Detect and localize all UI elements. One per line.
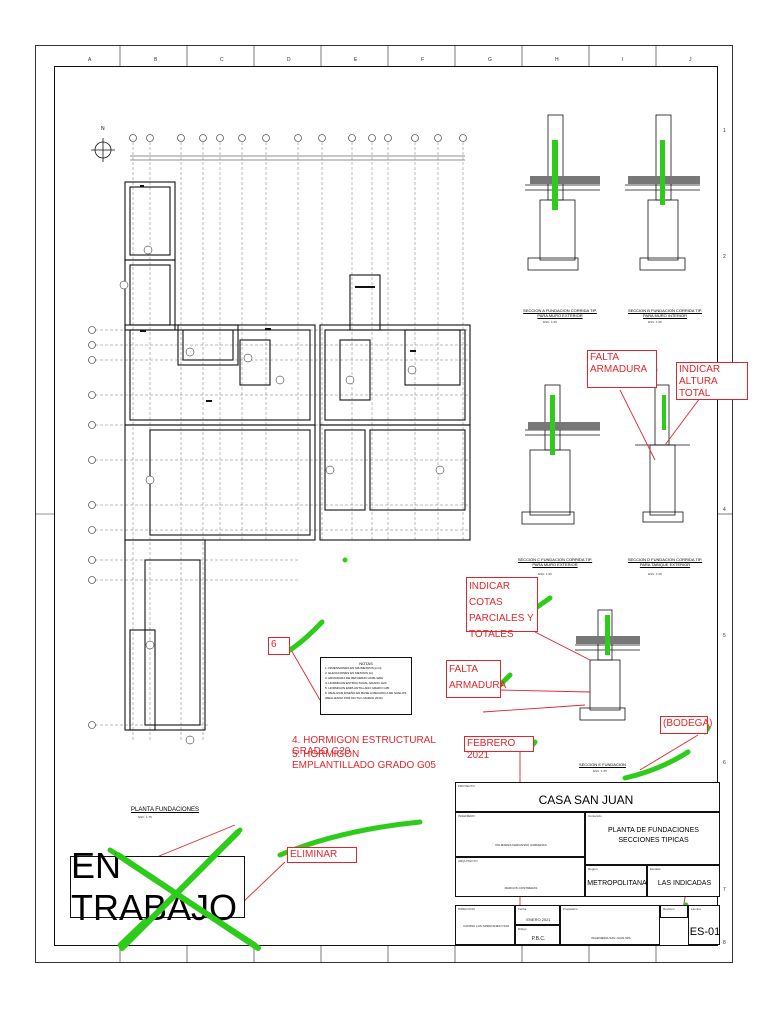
annotation-bodega: (BODEGA)	[660, 716, 712, 734]
tb-lamina-cell: Lámina ES-01	[688, 905, 720, 945]
section-c-caption: SECCION C FUNDACION CORRIDA TIP. PARA MU…	[517, 557, 593, 567]
grid-row-6: 6	[723, 760, 726, 766]
tb-escala-value: LAS INDICADAS	[657, 880, 712, 887]
annotation-falta-armadura-1: FALTA ARMADURA	[587, 350, 657, 388]
tb-project-value: CASA SAN JUAN	[538, 793, 634, 807]
notes-line-4: 4. HORMIGON ESTRUCTURAL GRADO G20	[325, 681, 387, 685]
annotation-indicar-cotas: INDICAR COTAS PARCIALES Y TOTALES	[466, 577, 538, 640]
grid-col-i: I	[622, 57, 624, 63]
grid-row-1: 1	[723, 128, 726, 134]
sheet-outer-border	[35, 45, 733, 963]
tb-dibujo-cell: Dibujo P.B.C.	[515, 925, 560, 945]
sheet-inner-border	[54, 66, 718, 946]
annotation-hormigon-2: 5. HORMIGON EMPLANTILLADO GRADO G05	[292, 749, 436, 771]
section-c-scale: ESC. 1:25	[538, 572, 552, 576]
tb-lamina-label: Lámina	[691, 907, 701, 911]
tb-fecha-value: ENERO 2021	[526, 917, 551, 922]
notes-box: NOTAS 1. DIMENSIONES EN MILIMETROS [mm] …	[320, 657, 412, 715]
notes-line-3: 3. ARMADURA DE REFUERZO A630-420H	[325, 676, 384, 680]
tb-engineer-value: PALMARES FERNANDO CARDENAS	[495, 843, 547, 847]
section-b-caption: SECCION B FUNDACION CORRIDA TIP. PARA MU…	[627, 308, 703, 318]
tb-region-cell: Región METROPOLITANA	[585, 865, 647, 897]
north-label: N	[101, 126, 105, 132]
grid-col-a: A	[88, 57, 92, 63]
grid-col-j: J	[689, 57, 692, 63]
tb-project-cell: PROYECTO CASA SAN JUAN	[455, 782, 720, 812]
grid-row-7: 7	[723, 887, 726, 893]
grid-col-b: B	[154, 57, 158, 63]
tb-escala-cell: Escalas LAS INDICADAS	[647, 865, 720, 897]
tb-architect-label: ARQUITECTO	[458, 859, 478, 863]
section-a-caption: SECCION A FUNDACION CORRIDA TIP. PARA MU…	[523, 308, 597, 318]
north-arrow-icon	[91, 138, 115, 162]
section-d-scale: ESC. 1:25	[648, 572, 662, 576]
tb-content-label: Contenido	[588, 814, 602, 818]
tb-fecha-label: Fecha	[518, 907, 527, 911]
tb-engineer-label: INGENIERO	[458, 814, 475, 818]
section-d-caption: SECCION D FUNDACION CORRIDA TIP. PARA TA…	[627, 557, 703, 567]
section-e-scale: ESC. 1:25	[593, 769, 607, 773]
tb-dibujo-value: P.B.C.	[531, 936, 546, 942]
tb-fecha-cell: Fecha ENERO 2021	[515, 905, 560, 925]
notes-line-1: 1. DIMENSIONES EN MILIMETROS [mm]	[325, 666, 382, 670]
grid-row-4: 4	[723, 507, 726, 513]
annotation-hormigon-1: 4. HORMIGON ESTRUCTURAL GRADO G20	[292, 735, 436, 757]
grid-row-8: 8	[723, 940, 726, 946]
tb-propietario-cell: Propietario INGENIERIA SAN JUAN SPA	[560, 905, 660, 945]
tb-escala-label: Escalas	[650, 867, 661, 871]
tb-dibujo-label: Dibujo	[518, 927, 527, 931]
tb-direccion-cell: DIRECCION CAMINO LOS ARRAYANES P.100	[455, 905, 515, 945]
grid-row-5: 5	[723, 633, 726, 639]
tb-region-label: Región	[588, 867, 598, 871]
section-e-caption: SECCION E FUNDACION	[579, 762, 626, 767]
tb-content-cell: Contenido PLANTA DE FUNDACIONES SECCIONE…	[585, 812, 720, 865]
annotation-febrero: FEBRERO 2021	[464, 736, 534, 761]
tb-direccion-value: CAMINO LOS ARRAYANES P.100	[463, 924, 509, 928]
grid-row-2: 2	[723, 254, 726, 260]
notes-line-2: 2. ELEVACIONES EN METROS [m]	[325, 671, 373, 675]
grid-col-h: H	[555, 57, 559, 63]
grid-col-e: E	[354, 57, 358, 63]
annotation-falta-armadura-2: FALTA ARMADURA	[446, 660, 506, 698]
tb-revision-cell: Revisión	[660, 905, 688, 918]
annotation-indicar-altura: INDICAR ALTURA TOTAL	[676, 362, 748, 400]
grid-col-c: C	[220, 57, 224, 63]
annotation-note-6: 6	[268, 637, 290, 655]
tb-project-label: PROYECTO	[458, 784, 475, 788]
tb-propietario-label: Propietario	[563, 907, 578, 911]
grid-col-f: F	[421, 57, 425, 63]
tb-propietario-value: INGENIERIA SAN JUAN SPA	[591, 936, 631, 940]
tb-direccion-label: DIRECCION	[458, 907, 475, 911]
tb-region-value: METROPOLITANA	[587, 880, 647, 887]
notes-line-6: 6. REALIZAR DISEÑO EN BASE A MECANICA DE…	[325, 691, 407, 700]
tb-content-line-1: PLANTA DE FUNDACIONES	[608, 827, 699, 834]
plan-scale: ESC. 1:75	[138, 815, 152, 819]
grid-col-d: D	[287, 57, 291, 63]
tb-engineer-cell: INGENIERO PALMARES FERNANDO CARDENAS	[455, 812, 585, 857]
tb-revision-label: Revisión	[663, 907, 675, 911]
notes-title: NOTAS	[359, 661, 373, 666]
section-b-scale: ESC. 1:25	[648, 320, 662, 324]
annotation-eliminar: ELIMINAR	[287, 847, 357, 863]
grid-col-g: G	[488, 57, 492, 63]
tb-lamina-value: ES-01	[689, 926, 721, 938]
section-a-scale: ESC. 1:25	[543, 320, 557, 324]
tb-content-line-2: SECCIONES TIPICAS	[618, 837, 689, 844]
plan-title: PLANTA FUNDACIONES	[131, 807, 199, 813]
notes-line-5: 5. HORMIGON EMPLANTILLADO GRADO G05	[325, 686, 390, 690]
tb-architect-value: MARCOS CONTRERAS	[504, 886, 538, 890]
tb-architect-cell: ARQUITECTO MARCOS CONTRERAS	[455, 857, 585, 897]
